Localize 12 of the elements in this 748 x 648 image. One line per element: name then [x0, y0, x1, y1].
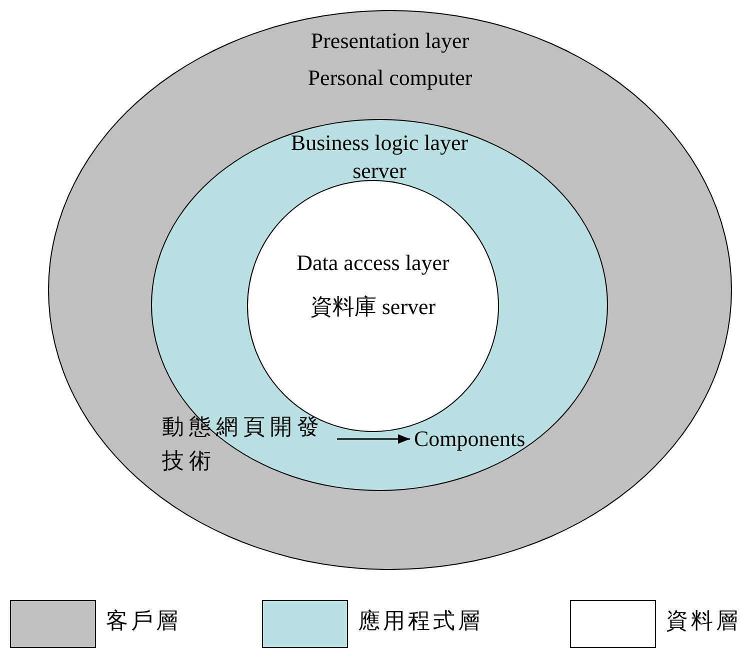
layer-subtitle: Personal computer	[306, 64, 474, 92]
layer-title: Data access layer	[296, 249, 450, 277]
layer-subtitle: 資料庫 server	[309, 293, 437, 321]
layer-subtitle: server	[352, 157, 408, 185]
text-label: Components	[414, 422, 526, 456]
arrow	[337, 434, 410, 444]
legend-label: 資料層	[666, 607, 741, 635]
text-label: 動態網頁開發技術	[162, 410, 336, 478]
layer-title: Presentation layer	[310, 27, 470, 55]
legend-label: 客戶層	[106, 607, 181, 635]
layer-title: Business logic layer	[290, 129, 470, 157]
legend-label: 應用程式層	[358, 607, 483, 635]
